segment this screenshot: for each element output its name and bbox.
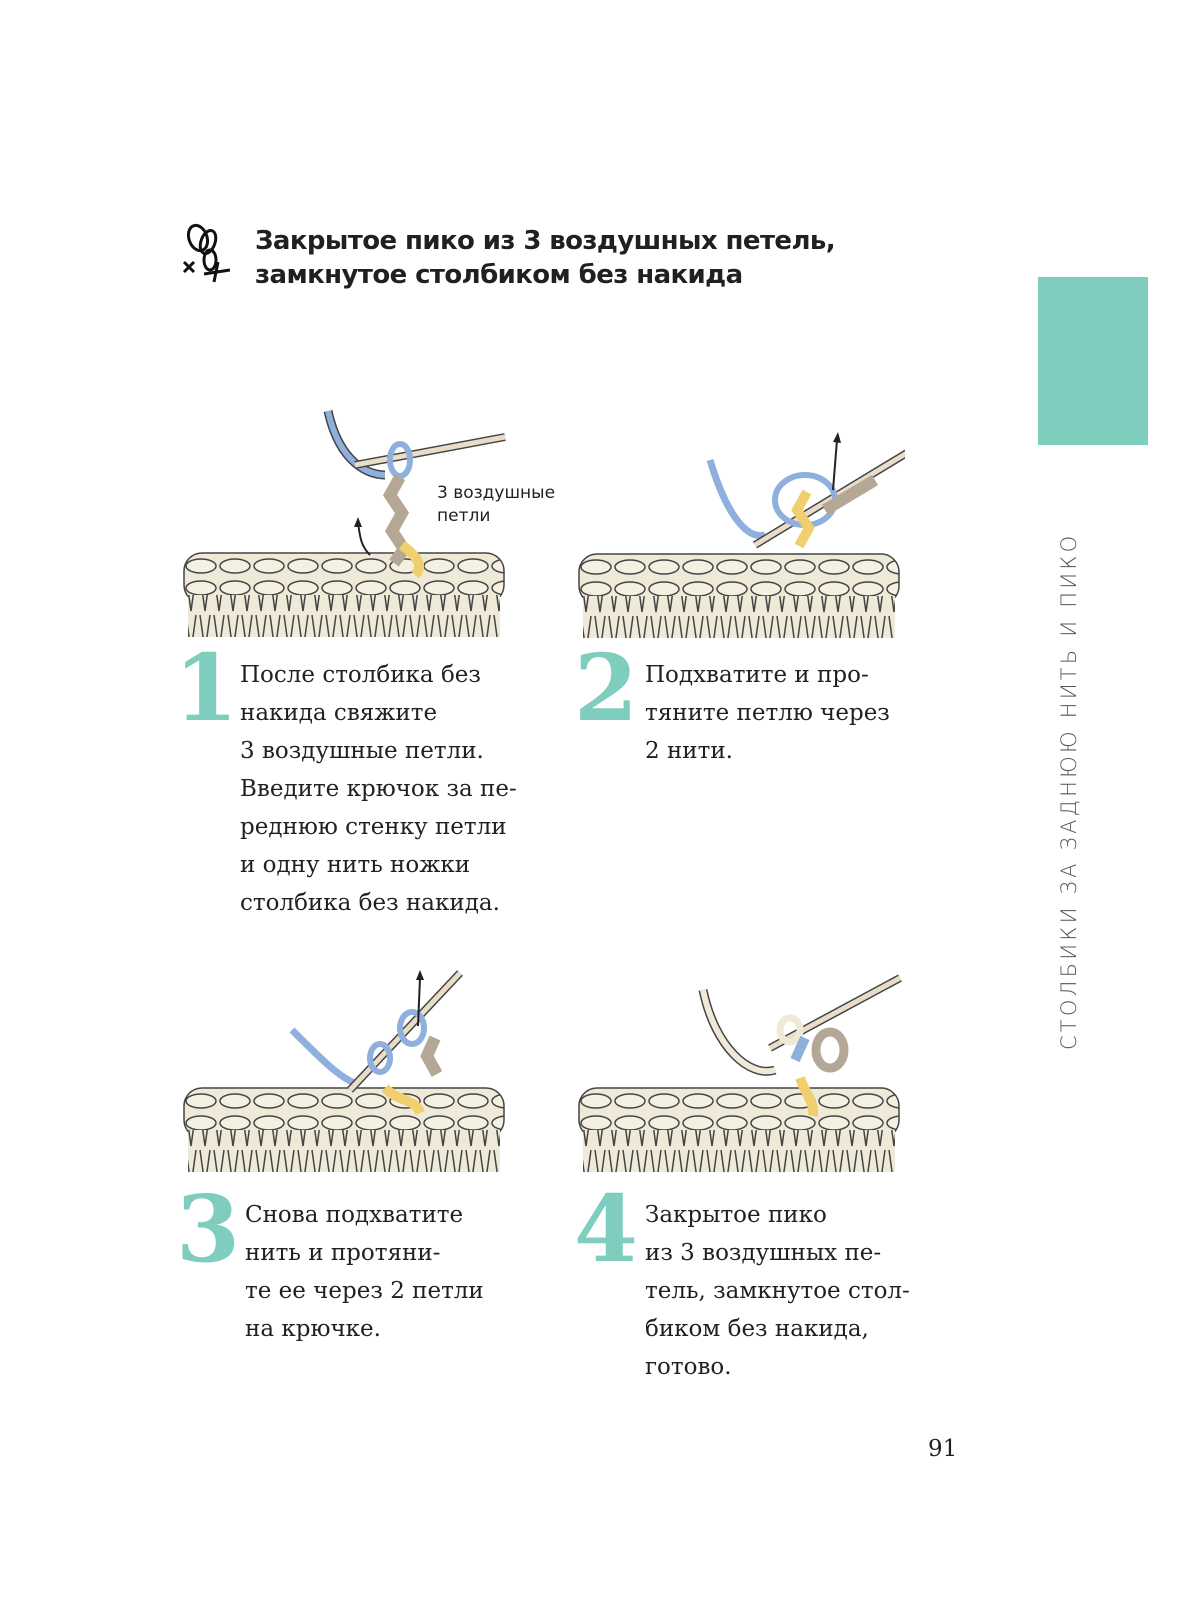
text-line: тель, замкнутое стол- <box>645 1278 910 1304</box>
text-line: из 3 воздушных пе- <box>645 1240 882 1266</box>
step-number: 3 <box>176 1175 241 1283</box>
step-4-text: Закрытое пико из 3 воздушных пе- тель, з… <box>645 1196 910 1386</box>
text-line: биком без накида, <box>645 1316 869 1342</box>
page-title: Закрытое пико из 3 воздушных петель, зам… <box>255 224 836 292</box>
step-2-illustration <box>578 432 905 639</box>
text-line: реднюю стенку петли <box>240 814 507 840</box>
label-line: петли <box>437 506 491 526</box>
step-1-illustration <box>183 409 506 638</box>
step-3-text: Снова подхватите нить и протяни- те ее ч… <box>245 1196 484 1348</box>
step-3-illustration <box>183 970 505 1173</box>
pico-chart-symbol-icon <box>180 222 236 284</box>
text-line: Введите крючок за пе- <box>240 776 517 802</box>
step-1-text: После столбика без накида свяжите 3 возд… <box>240 656 517 922</box>
text-line: нить и протяни- <box>245 1240 441 1266</box>
section-label: СТОЛБИКИ ЗА ЗАДНЮЮ НИТЬ И ПИКО <box>1057 532 1081 1050</box>
text-line: После столбика без <box>240 662 481 688</box>
text-line: накида свяжите <box>240 700 438 726</box>
step-4-illustration <box>578 974 902 1173</box>
text-line: на крючке. <box>245 1316 381 1342</box>
step-number: 1 <box>174 634 239 742</box>
section-tab <box>1038 277 1148 445</box>
chain-loops-label: 3 воздушные петли <box>437 482 555 528</box>
text-line: 3 воздушные петли. <box>240 738 484 764</box>
text-line: готово. <box>645 1354 732 1380</box>
page-number: 91 <box>928 1436 958 1462</box>
step-number: 2 <box>574 634 639 742</box>
text-line: Подхватите и про- <box>645 662 869 688</box>
text-line: тяните петлю через <box>645 700 890 726</box>
text-line: 2 нити. <box>645 738 733 764</box>
title-line: Закрытое пико из 3 воздушных петель, <box>255 226 836 256</box>
text-line: и одну нить ножки <box>240 852 471 878</box>
step-2-text: Подхватите и про- тяните петлю через 2 н… <box>645 656 890 770</box>
text-line: столбика без накида. <box>240 890 500 916</box>
text-line: те ее через 2 петли <box>245 1278 484 1304</box>
title-line: замкнутое столбиком без накида <box>255 260 743 290</box>
step-number: 4 <box>574 1175 639 1283</box>
text-line: Закрытое пико <box>645 1202 827 1228</box>
text-line: Снова подхватите <box>245 1202 464 1228</box>
label-line: 3 воздушные <box>437 483 556 503</box>
